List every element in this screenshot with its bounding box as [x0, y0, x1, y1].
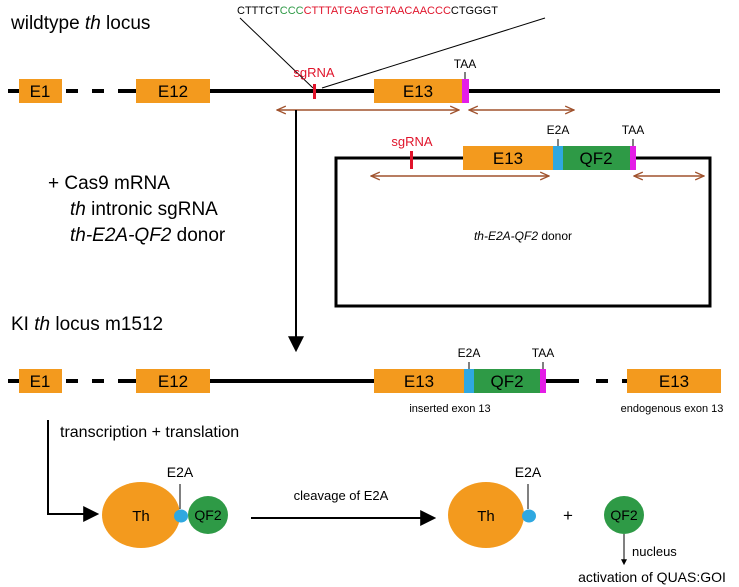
- fusion-protein: Th E2A QF2: [102, 464, 228, 548]
- exon-e1: [19, 79, 62, 103]
- svg-text:E1: E1: [30, 372, 51, 391]
- th-protein-cleaved: [448, 482, 524, 548]
- ki-qf2: [474, 369, 540, 393]
- svg-text:E2A: E2A: [167, 464, 194, 480]
- svg-text:E13: E13: [404, 372, 434, 391]
- ki-stop: [540, 369, 546, 393]
- e2a-peptide-cleaved: [522, 509, 536, 523]
- svg-text:+ Cas9 mRNA: + Cas9 mRNA: [48, 173, 170, 194]
- th-protein: [102, 482, 180, 548]
- injection-mix: + Cas9 mRNA th intronic sgRNA th-E2A-QF2…: [48, 173, 226, 246]
- donor-e2a: [553, 146, 563, 170]
- donor-stop: [630, 146, 636, 170]
- svg-text:E13: E13: [659, 372, 689, 391]
- endogenous-exon-label: endogenous exon 13: [621, 403, 724, 415]
- donor-qf2: [563, 146, 630, 170]
- sgrna-label: sgRNA: [293, 65, 335, 80]
- svg-text:TAA: TAA: [622, 123, 644, 137]
- svg-text:th intronic sgRNA: th intronic sgRNA: [70, 199, 218, 220]
- svg-text:QF2: QF2: [579, 149, 612, 168]
- e2a-peptide: [174, 509, 188, 523]
- svg-text:Th: Th: [477, 508, 495, 525]
- wildtype-locus: E1 E12 E13 TAA sgRNA: [8, 57, 720, 103]
- ki-inserted-e13: [374, 369, 464, 393]
- qf2-protein: [188, 496, 228, 534]
- donor-exon-e13: [463, 146, 553, 170]
- donor-sgrna-site: [410, 151, 413, 169]
- svg-text:th-E2A-QF2 donor: th-E2A-QF2 donor: [70, 225, 226, 246]
- svg-text:E2A: E2A: [547, 123, 570, 137]
- svg-text:+: +: [563, 506, 573, 525]
- svg-text:sgRNA: sgRNA: [391, 134, 433, 149]
- stop-codon: [462, 79, 469, 103]
- cleaved-products: Th E2A + QF2 nucleus activation of QUAS:…: [448, 464, 726, 585]
- activation-label: activation of QUAS:GOI: [578, 569, 726, 585]
- transcription-label: transcription + translation: [60, 424, 239, 441]
- ki-endogenous-e13: [627, 369, 721, 393]
- inserted-exon-label: inserted exon 13: [409, 403, 490, 415]
- svg-text:Th: Th: [132, 508, 150, 525]
- svg-text:QF2: QF2: [194, 507, 221, 523]
- zoom-line-right: [321, 17, 546, 89]
- sgrna-site: [313, 84, 316, 99]
- svg-text:E2A: E2A: [458, 346, 481, 360]
- qf2-protein-free: [604, 496, 644, 534]
- svg-text:E2A: E2A: [515, 464, 542, 480]
- ki-title: KI th locus m1512: [11, 314, 163, 335]
- expression-arrow: [47, 420, 100, 522]
- cleavage-label: cleavage of E2A: [294, 488, 389, 503]
- target-sequence: CTTTCTCCCCTTTATGAGTGTAACAACCCCTGGGT: [237, 5, 498, 17]
- svg-text:E13: E13: [493, 149, 523, 168]
- nucleus-label: nucleus: [632, 544, 677, 559]
- ki-exon-e12: [136, 369, 210, 393]
- exon-e1-label: E1: [30, 82, 51, 101]
- exon-e12-label: E12: [158, 82, 188, 101]
- wildtype-title: wildtype th locus: [10, 13, 150, 34]
- svg-text:TAA: TAA: [532, 346, 554, 360]
- ki-e2a: [464, 369, 474, 393]
- svg-text:QF2: QF2: [610, 507, 637, 523]
- exon-e13-label: E13: [403, 82, 433, 101]
- stop-codon-label: TAA: [454, 57, 476, 71]
- exon-e12: [136, 79, 210, 103]
- svg-text:QF2: QF2: [490, 372, 523, 391]
- donor-plasmid: E13 E2A QF2 TAA sgRNA th-E2A-QF2 donor: [334, 123, 712, 308]
- ki-locus: E1 E12 E13 E2A QF2 TAA E13 inserted exon…: [8, 346, 723, 415]
- ki-exon-e1: [19, 369, 62, 393]
- zoom-line-left: [239, 17, 314, 89]
- exon-e13: [374, 79, 462, 103]
- donor-label: th-E2A-QF2 donor: [474, 229, 572, 243]
- svg-text:E12: E12: [158, 372, 188, 391]
